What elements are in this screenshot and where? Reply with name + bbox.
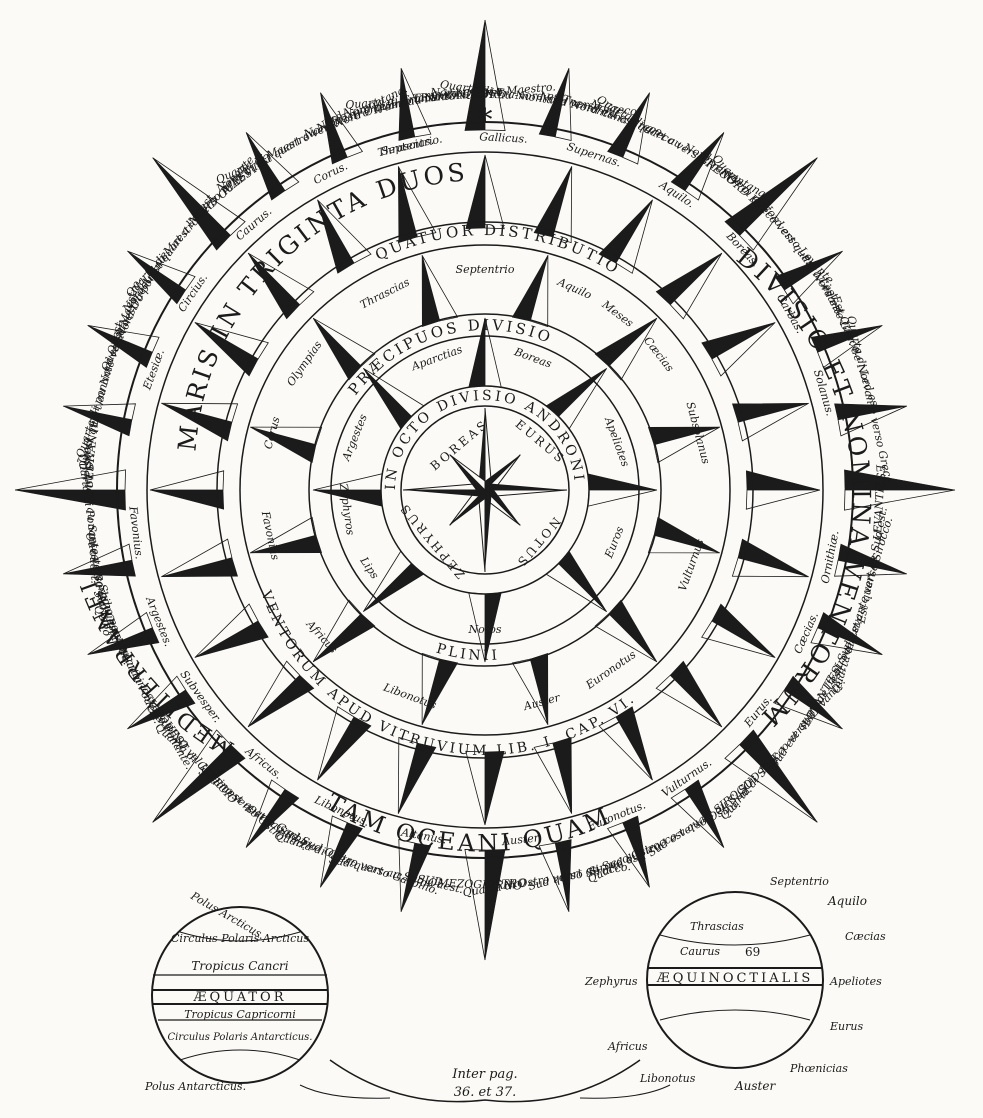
greek-wind-name: Apeliotes	[602, 414, 632, 468]
right-globe-wind-zephyrus: Zephyrus	[584, 975, 638, 988]
right-globe-wind-septentrio: Septentrio	[770, 875, 829, 888]
vitruvius-wind-name: Euronotus	[583, 648, 639, 693]
left-globe-arctic-circle: Circulus Polaris Arcticus	[171, 932, 309, 945]
outer-spike-16-dark-half	[485, 849, 505, 960]
ring-one-spike-12-dark-half	[485, 751, 504, 825]
ring-one-spike-6-light-half	[746, 490, 820, 509]
right-globe-thrascias: Thrascias	[690, 920, 744, 933]
left-globe-tropic-capricorn: Tropicus Capricorni	[184, 1008, 296, 1021]
outer-spike-24-dark-half	[15, 490, 126, 510]
outer-spike-16-light-half	[465, 849, 485, 960]
ring-one-spike-12-light-half	[466, 751, 485, 825]
right-globe-wind-caecias: Cæcias	[845, 930, 886, 943]
cartouche-flourish	[300, 1085, 390, 1098]
right-globe-wind-apeliotes: Apeliotes	[829, 975, 882, 988]
left-globe-equator: ÆQUATOR	[192, 990, 286, 1005]
vitruvius-wind-name: Thrascias	[358, 275, 412, 311]
ring-three-spike-2-light-half	[588, 490, 657, 506]
outer-wind-name: NORD	[470, 88, 507, 101]
vitruvius-wind-name: Septentrio	[456, 263, 515, 276]
left-globe-arc	[180, 1050, 300, 1060]
left-globe-pole-bottom: Polus Antarcticus.	[144, 1080, 246, 1093]
greek-wind-name: Lips	[357, 554, 382, 582]
latin-wind-name: Africus.	[242, 744, 284, 782]
right-globe-arc	[660, 1010, 810, 1020]
ring-three-spike-2-dark-half	[588, 474, 657, 490]
ring-one-spike-0-light-half	[485, 155, 504, 229]
right-globe-wind-libonotus: Libonotus	[639, 1072, 696, 1085]
cartouche-line-2: 36. et 37.	[454, 1085, 517, 1100]
right-hemisphere-diagram: Thrascias Caurus 69 ÆQUINOCTIALIS Septen…	[584, 875, 886, 1093]
vitruvius-wind-name: Favonius	[259, 509, 282, 562]
right-globe-wind-africus: Africus	[607, 1040, 648, 1053]
center-star-point-dark	[485, 484, 567, 490]
right-globe-sign: 69	[745, 945, 760, 959]
left-globe-tropic-cancer: Tropicus Cancri	[191, 959, 288, 973]
ring-one-spike-6-dark-half	[746, 471, 820, 490]
vitruvius-wind-name: Olympias	[284, 338, 325, 388]
right-globe-wind-phoenicias: Phœnicias	[789, 1062, 848, 1075]
left-hemisphere-diagram: Circulus Polaris Arcticus Tropicus Cancr…	[144, 889, 328, 1093]
ring-one-spike-18-dark-half	[150, 490, 224, 509]
center-star-point-dark	[485, 490, 491, 572]
vitruvius-wind-name: Aquilo	[555, 275, 594, 302]
ring-one-spike-0-dark-half	[466, 155, 485, 229]
vitruvius-wind-name: Meses	[599, 297, 636, 330]
right-globe-wind-eurus: Eurus	[829, 1020, 863, 1033]
ring-one-spike-18-light-half	[150, 471, 224, 490]
greek-wind-name: Argestes	[339, 412, 370, 464]
left-globe-antarctic-circle: Circulus Polaris Antarcticus.	[167, 1032, 312, 1043]
right-globe-caurus: Caurus	[680, 945, 720, 958]
outer-spike-24-light-half	[15, 470, 126, 490]
right-globe-wind-aquilo: Aquilo	[827, 894, 867, 908]
right-globe-wind-auster: Auster	[734, 1079, 776, 1093]
right-globe-arc	[660, 935, 810, 945]
center-star-point-dark	[403, 490, 485, 496]
vitruvius-wind-name: Cæcias	[641, 334, 676, 374]
cartouche-line-1: Inter pag.	[451, 1067, 517, 1082]
greek-wind-name: Notos	[468, 623, 502, 636]
right-globe-equinoctialis: ÆQUINOCTIALIS	[656, 971, 814, 986]
page-reference-cartouche: Inter pag. 36. et 37.	[300, 1060, 670, 1102]
greek-wind-name: Euros	[602, 524, 627, 560]
latin-wind-name: Gallicus.	[479, 130, 528, 146]
center-wind-notus: NOTUS	[513, 514, 563, 570]
cartouche-flourish	[580, 1085, 670, 1098]
